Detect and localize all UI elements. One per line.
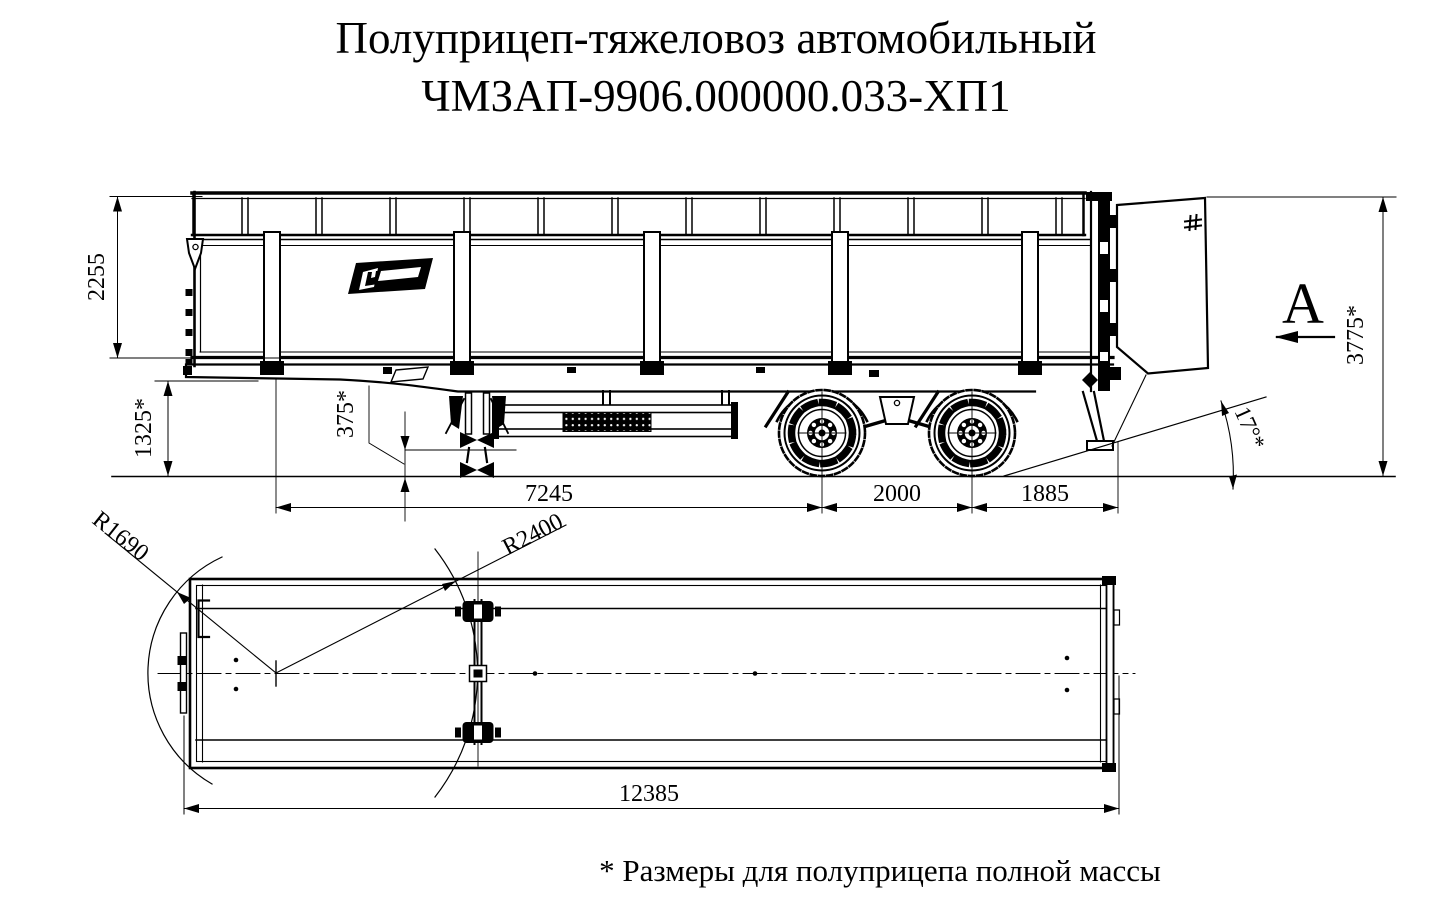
frame-underside (184, 364, 1037, 393)
drawing-title-line1: Полуприцеп-тяжеловоз автомобильный (336, 13, 1097, 63)
tailgate-latch (1183, 213, 1203, 232)
top-view: R1690 R2400 12385 (87, 506, 1136, 815)
tailgate-open-panel (1115, 196, 1210, 375)
side-view-dimensions: 2255 1325* 375* (84, 196, 1397, 522)
body-side-panel (184, 190, 1115, 376)
toolbox-hangers (602, 390, 730, 407)
dim-label-r1690: R1690 (87, 506, 153, 566)
dim-tailgate-angle: 17°* (1003, 396, 1271, 490)
dim-label-12385: 12385 (619, 781, 679, 807)
landing-gear-axle-plan (454, 551, 502, 767)
chmzap-logo (348, 258, 433, 294)
dim-label-375: 375* (333, 390, 359, 438)
front-gate-bar (177, 632, 188, 714)
equalizer-beam (878, 396, 916, 425)
view-a-letter: А (1282, 271, 1324, 336)
side-toolbox (492, 402, 738, 439)
drawing-title-line2: ЧМЗАП-9906.000000.033-ХП1 (421, 71, 1010, 121)
dim-label-7245: 7245 (525, 481, 573, 507)
dim-label-3775: 3775* (1343, 305, 1369, 365)
side-view: 2255 1325* 375* (84, 190, 1397, 522)
dim-axle-chain: 7245 2000 1885 (275, 379, 1119, 514)
dim-body-height: 2255 (84, 196, 289, 359)
dim-label-2000: 2000 (873, 481, 921, 507)
side-stakes (259, 231, 1043, 376)
dim-fifth-wheel-drop: 375* (333, 385, 410, 522)
front-hinge-ticks (185, 289, 193, 365)
reference-dots (233, 655, 1070, 693)
landing-gear (404, 392, 517, 478)
dim-label-17deg: 17°* (1230, 403, 1271, 453)
footnote-text: * Размеры для полуприцепа полной массы (599, 853, 1161, 888)
dim-label-r2400: R2400 (498, 509, 567, 561)
front-tow-hook (185, 238, 205, 272)
view-a-marker: А (1275, 271, 1336, 343)
dim-label-1325: 1325* (131, 398, 157, 458)
dim-open-height: 3775* (1206, 196, 1397, 477)
dim-platform-height: 1325* (131, 380, 259, 477)
dim-overall-length: 12385 (183, 675, 1120, 815)
arc-r1690 (147, 556, 223, 785)
running-gear (763, 390, 1017, 476)
rear-gate-bar (1102, 576, 1121, 772)
top-rail (190, 191, 1087, 237)
view-a-arrow-icon (1275, 331, 1298, 343)
dim-label-2255: 2255 (84, 253, 110, 301)
rear-frame (1086, 190, 1210, 393)
front-bracket (197, 599, 211, 639)
dim-label-1885: 1885 (1021, 481, 1069, 507)
title-block: Полуприцеп-тяжеловоз автомобильный ЧМЗАП… (336, 13, 1097, 121)
chassis-frame (183, 364, 1147, 451)
